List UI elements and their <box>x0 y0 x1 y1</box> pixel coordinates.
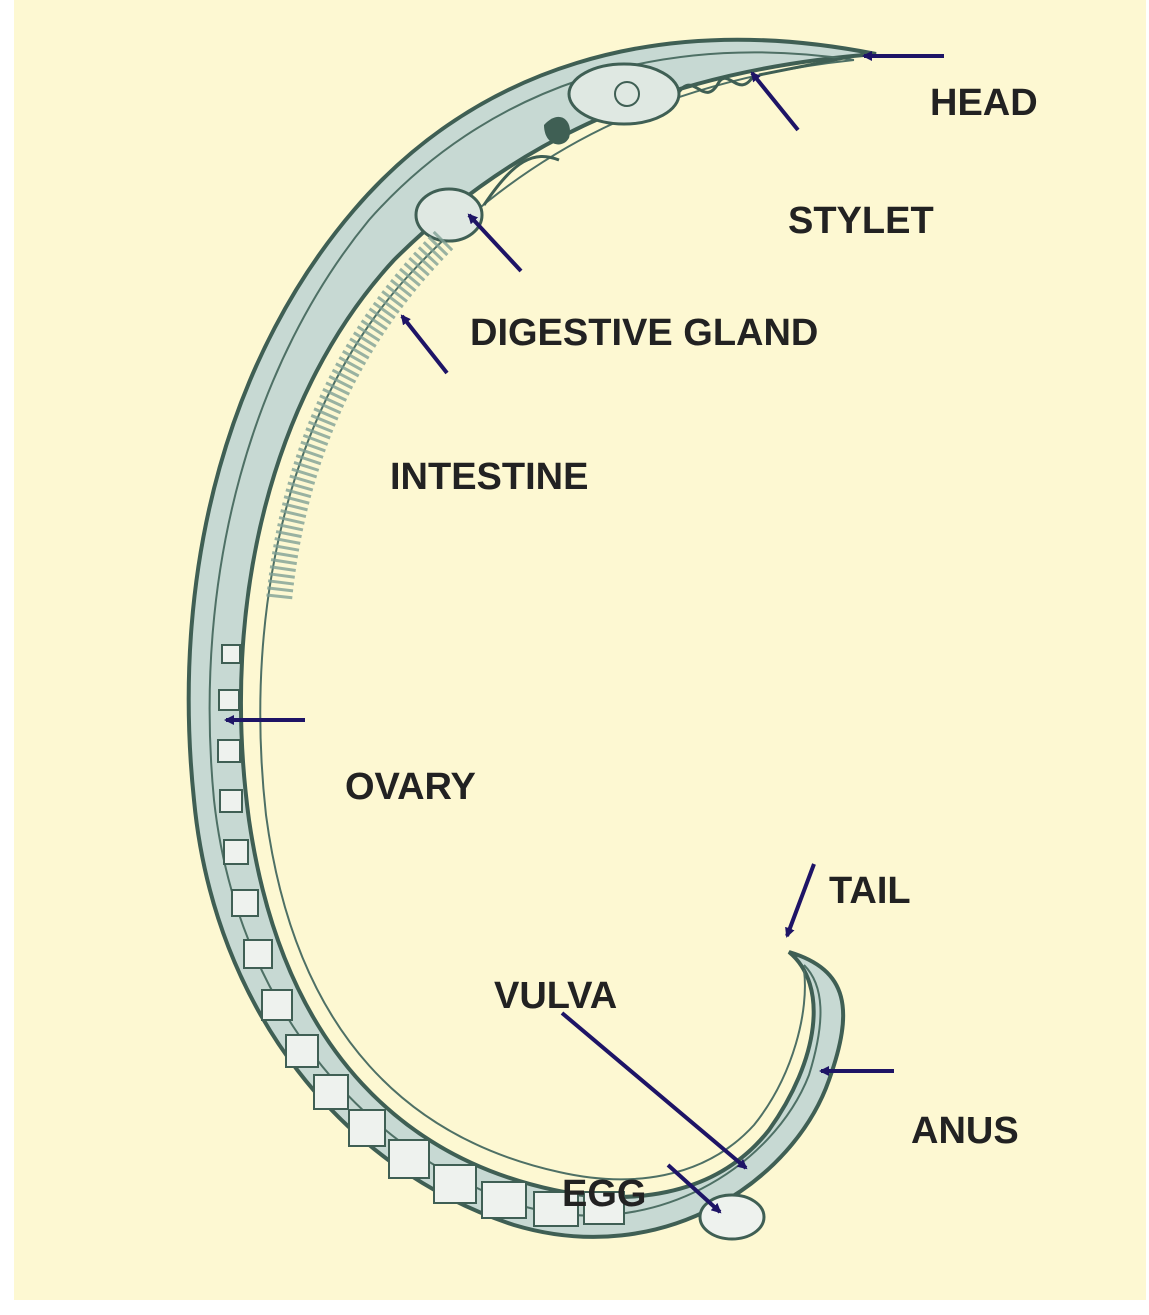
stylet-arrow <box>752 73 798 130</box>
label-anus: ANUS <box>911 1110 1019 1152</box>
intestine-arrow <box>402 316 447 373</box>
vulva-arrow <box>562 1013 746 1168</box>
label-egg: EGG <box>562 1173 646 1215</box>
label-ovary: OVARY <box>345 766 476 808</box>
label-tail: TAIL <box>829 870 911 912</box>
label-intestine: INTESTINE <box>390 456 588 498</box>
label-vulva: VULVA <box>494 975 617 1017</box>
label-stylet: STYLET <box>788 200 934 242</box>
label-digestive-gland: DIGESTIVE GLAND <box>470 312 818 354</box>
digestive-gland-arrow <box>469 215 521 271</box>
tail-arrow <box>787 864 814 936</box>
nematode-body <box>189 40 876 1239</box>
label-head: HEAD <box>930 82 1038 124</box>
diagram-canvas: HEAD STYLET DIGESTIVE GLAND INTESTINE OV… <box>14 0 1146 1300</box>
